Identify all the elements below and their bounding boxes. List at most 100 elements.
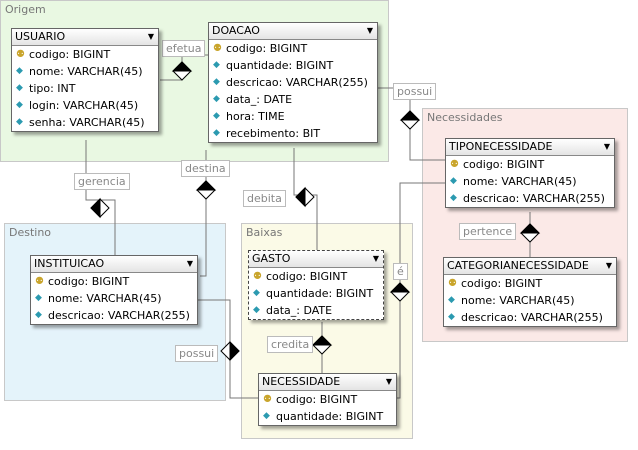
relationship-label-credita: credita	[267, 336, 314, 353]
entity-field[interactable]: ◆ recebimento: BIT	[209, 125, 377, 142]
entity-field[interactable]: ◆descricao: VARCHAR(255)	[446, 190, 614, 207]
key-icon: ⚉	[35, 276, 44, 287]
entity-field[interactable]: ⚉ codigo: BIGINT	[31, 273, 197, 290]
field-text: codigo: BIGINT	[266, 270, 348, 283]
relationship-label-possui: possui	[393, 83, 437, 100]
field-text: codigo: BIGINT	[226, 42, 308, 55]
field-text: nome: VARCHAR(45)	[463, 175, 577, 188]
entity-doacao[interactable]: DOACAO ▼ ⚉codigo: BIGINT◆quantidade: BIGIN…	[208, 22, 378, 143]
key-icon: ⚉	[253, 271, 262, 282]
entity-title: INSTITUICAO	[34, 257, 105, 270]
entity-header[interactable]: DOACAO ▼	[209, 23, 377, 40]
attribute-icon: ◆	[253, 305, 260, 315]
entity-field[interactable]: ◆ quantidade: BIGINT	[259, 408, 396, 425]
dropdown-arrow-icon[interactable]: ▼	[186, 259, 193, 268]
dropdown-arrow-icon[interactable]: ▼	[366, 26, 373, 35]
relationship-label-pertence: pertence	[459, 223, 517, 240]
entity-field[interactable]: ◆ descricao: VARCHAR(255)	[31, 307, 197, 324]
field-text: login: VARCHAR(45)	[29, 99, 139, 112]
attribute-icon: ◆	[213, 77, 220, 87]
dropdown-arrow-icon[interactable]: ▼	[372, 254, 379, 263]
field-text: descricao: VARCHAR(255)	[463, 192, 605, 205]
attribute-icon: ◆	[213, 128, 220, 138]
field-text: codigo: BIGINT	[48, 275, 130, 288]
entity-field[interactable]: ◆ data_: DATE	[209, 91, 377, 108]
attribute-icon: ◆	[213, 111, 220, 121]
key-icon: ⚉	[450, 159, 459, 170]
attribute-icon: ◆	[16, 100, 23, 110]
relationship-label-destina: destina	[181, 160, 230, 177]
entity-usuario[interactable]: USUARIO ▼ ⚉codigo: BIGINT ◆ nome: VARCHAR(45…	[11, 28, 159, 132]
entity-title: GASTO	[252, 252, 291, 265]
entity-categorianecessidade[interactable]: CATEGORIANECESSIDADE▼⚉codigo: BIGINT◆nom…	[443, 257, 617, 327]
entity-field[interactable]: ◆ nome: VARCHAR(45)	[446, 173, 614, 190]
relationship-label-gerencia: gerencia	[74, 173, 130, 190]
entity-field[interactable]: ◆ hora: TIME	[209, 108, 377, 125]
entity-title: TIPONECESSIDADE	[449, 140, 553, 153]
entity-field[interactable]: ◆nome: VARCHAR(45)	[31, 290, 197, 307]
dropdown-arrow-icon[interactable]: ▼	[605, 261, 612, 270]
field-text: recebimento: BIT	[226, 127, 321, 140]
entity-field[interactable]: ⚉ codigo: BIGINT	[249, 268, 383, 285]
field-text: quantidade: BIGINT	[276, 410, 384, 423]
field-text: nome: VARCHAR(45)	[29, 65, 143, 78]
entity-field[interactable]: ◆ descricao: VARCHAR(255)	[209, 74, 377, 91]
entity-field[interactable]: ⚉ codigo: BIGINT	[446, 156, 614, 173]
entity-field[interactable]: ◆ login: VARCHAR(45)	[12, 97, 158, 114]
region-title: Necessidades	[427, 111, 503, 124]
attribute-icon: ◆	[448, 312, 455, 322]
attribute-icon: ◆	[253, 288, 260, 298]
entity-header[interactable]: NECESSIDADE▼	[259, 374, 396, 391]
attribute-icon: ◆	[213, 94, 220, 104]
field-text: quantidade: BIGINT	[266, 287, 374, 300]
region-title: Destino	[9, 226, 52, 239]
entity-necessidade[interactable]: NECESSIDADE▼⚉codigo: BIGINT ◆ quantidade: …	[258, 373, 397, 426]
key-icon: ⚉	[263, 394, 272, 405]
field-text: tipo: INT	[29, 82, 76, 95]
entity-field[interactable]: ◆senha: VARCHAR(45)	[12, 114, 158, 131]
entity-field[interactable]: ◆nome: VARCHAR(45)	[444, 292, 616, 309]
dropdown-arrow-icon[interactable]: ▼	[147, 32, 154, 41]
dropdown-arrow-icon[interactable]: ▼	[385, 377, 392, 386]
entity-title: DOACAO	[212, 24, 260, 37]
entity-field[interactable]: ◆tipo: INT	[12, 80, 158, 97]
field-text: descricao: VARCHAR(255)	[461, 311, 603, 324]
relationship-label-possui: possui	[175, 345, 219, 362]
attribute-icon: ◆	[450, 176, 457, 186]
relationship-label-e: é	[393, 263, 408, 280]
field-text: nome: VARCHAR(45)	[461, 294, 575, 307]
key-icon: ⚉	[16, 49, 25, 60]
field-text: hora: TIME	[226, 110, 285, 123]
entity-field[interactable]: ◆ descricao: VARCHAR(255)	[444, 309, 616, 326]
field-text: codigo: BIGINT	[463, 158, 545, 171]
entity-tiponecessidade[interactable]: TIPONECESSIDADE ▼ ⚉ codigo: BIGINT ◆ nome: VA…	[445, 138, 615, 208]
entity-field[interactable]: ◆ nome: VARCHAR(45)	[12, 63, 158, 80]
entity-header[interactable]: CATEGORIANECESSIDADE▼	[444, 258, 616, 275]
entity-instituicao[interactable]: INSTITUICAO ▼ ⚉ codigo: BIGINT ◆nome: VARCHA…	[30, 255, 198, 325]
attribute-icon: ◆	[213, 60, 220, 70]
entity-field[interactable]: ⚉codigo: BIGINT	[12, 46, 158, 63]
field-text: descricao: VARCHAR(255)	[48, 309, 190, 322]
entity-field[interactable]: ◆ quantidade: BIGINT	[249, 285, 383, 302]
attribute-icon: ◆	[263, 411, 270, 421]
key-icon: ⚉	[448, 278, 457, 289]
attribute-icon: ◆	[35, 310, 42, 320]
entity-field[interactable]: ◆quantidade: BIGINT	[209, 57, 377, 74]
entity-field[interactable]: ◆ data_: DATE	[249, 302, 383, 319]
entity-header[interactable]: USUARIO ▼	[12, 29, 158, 46]
entity-header[interactable]: TIPONECESSIDADE ▼	[446, 139, 614, 156]
entity-gasto[interactable]: GASTO ▼ ⚉ codigo: BIGINT ◆ quantidade: BIGINT…	[248, 250, 384, 320]
region-title: Baixas	[246, 226, 283, 239]
entity-header[interactable]: INSTITUICAO ▼	[31, 256, 197, 273]
field-text: data_: DATE	[266, 304, 333, 317]
entity-field[interactable]: ⚉codigo: BIGINT	[209, 40, 377, 57]
field-text: data_: DATE	[226, 93, 293, 106]
field-text: descricao: VARCHAR(255)	[226, 76, 368, 89]
entity-header[interactable]: GASTO ▼	[249, 251, 383, 268]
entity-field[interactable]: ⚉codigo: BIGINT	[259, 391, 396, 408]
entity-title: USUARIO	[15, 30, 66, 43]
dropdown-arrow-icon[interactable]: ▼	[603, 142, 610, 151]
entity-field[interactable]: ⚉codigo: BIGINT	[444, 275, 616, 292]
attribute-icon: ◆	[16, 66, 23, 76]
